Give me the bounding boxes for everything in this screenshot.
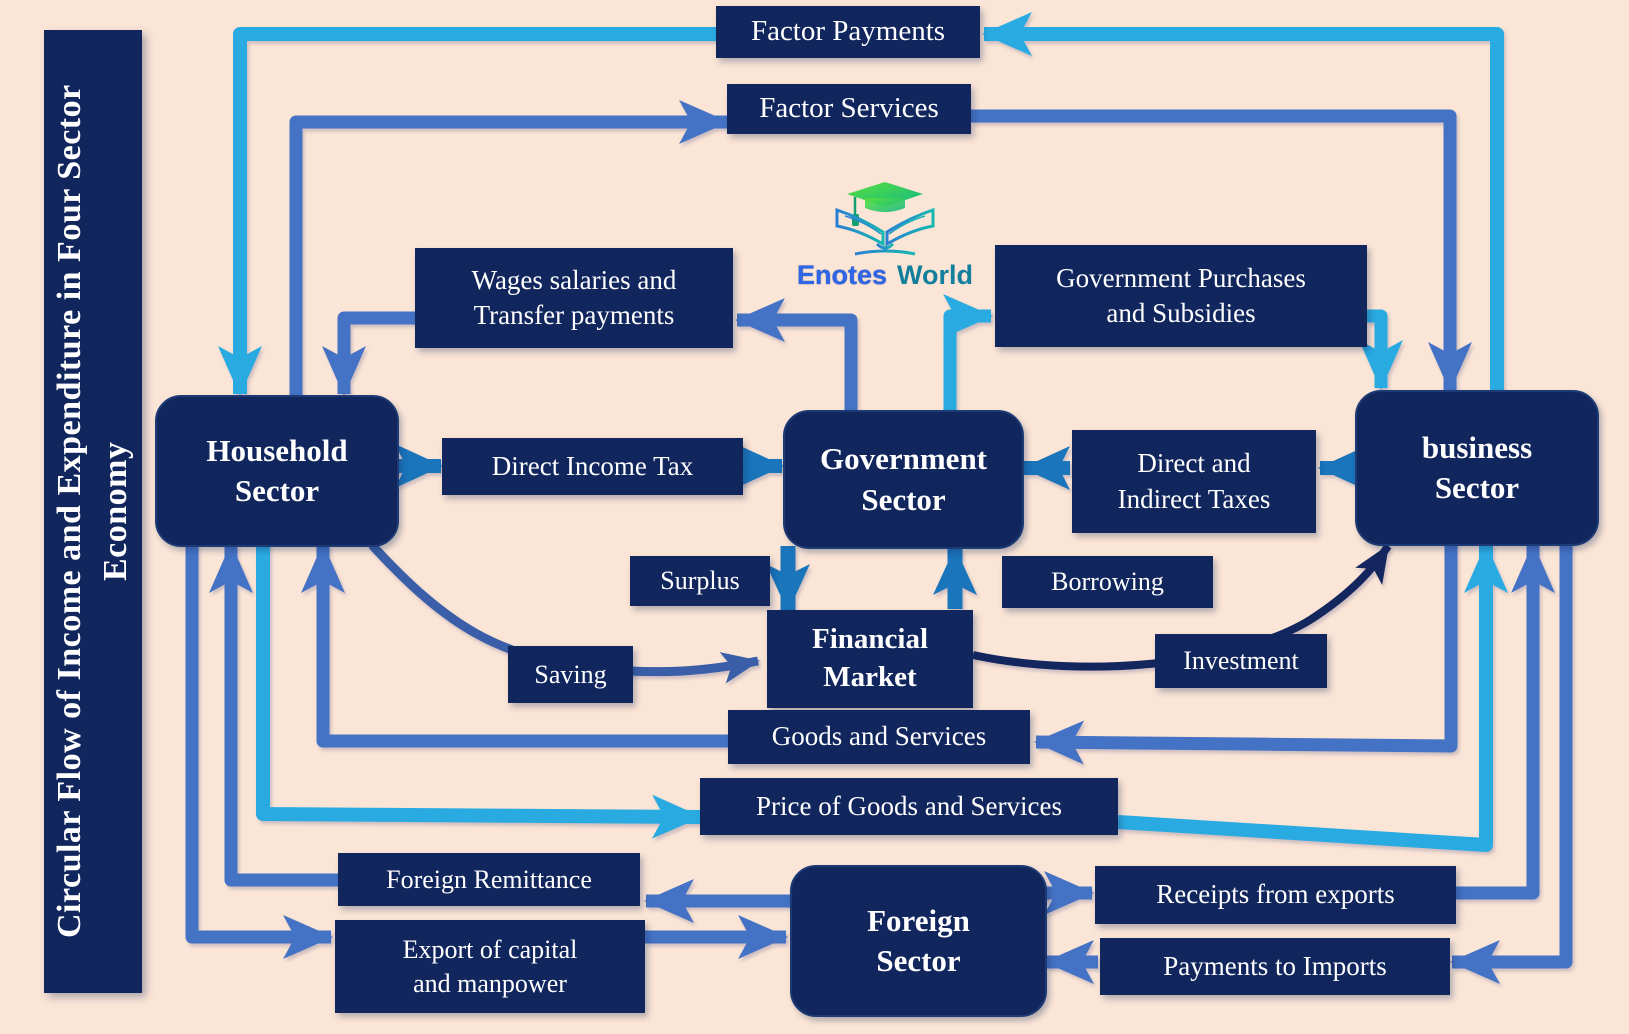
node-price-goods-services: Price of Goods and Services — [700, 778, 1118, 835]
logo-enotes: Enotes — [796, 260, 888, 290]
arrow-business-to-payments — [1450, 542, 1573, 984]
node-factor-services: Factor Services — [727, 84, 971, 134]
node-borrowing: Borrowing — [1002, 556, 1213, 608]
node-wages-transfer: Wages salaries and Transfer payments — [415, 248, 733, 348]
node-saving: Saving — [508, 646, 633, 703]
logo-wordmark: Enotes World — [797, 260, 973, 291]
arrow-business-to-goods-services — [1034, 542, 1458, 765]
arrow-wages-to-household — [322, 311, 415, 396]
diagram-title: Circular Flow of Income and Expenditure … — [51, 84, 134, 939]
arrow-receipts-to-business — [1456, 543, 1555, 900]
node-export-capital-manpower: Export of capital and manpower — [335, 920, 645, 1013]
arrow-price-goods-to-business — [1117, 543, 1508, 852]
enotes-world-logo: Enotes World — [797, 180, 973, 291]
arrow-household-to-price-goods — [256, 543, 702, 839]
arrow-foreign-remittance-to-household — [209, 543, 340, 887]
node-payments-to-imports: Payments to Imports — [1100, 938, 1450, 995]
node-government-purchases: Government Purchases and Subsidies — [995, 245, 1367, 347]
node-direct-income-tax: Direct Income Tax — [442, 438, 743, 495]
node-factor-payments: Factor Payments — [716, 6, 980, 58]
arrow-household-to-factor-services — [289, 100, 729, 396]
logo-world: World — [897, 260, 974, 290]
arrow-factor-services-to-business — [971, 109, 1472, 392]
arrow-business-to-factor-payments — [982, 11, 1504, 392]
arrow-gov-purchases-to-business — [1359, 309, 1403, 390]
arrow-household-to-export — [185, 543, 333, 959]
node-investment: Investment — [1155, 634, 1327, 688]
node-foreign-remittance: Foreign Remittance — [338, 853, 640, 906]
node-goods-services: Goods and Services — [728, 710, 1030, 764]
node-government-sector: Government Sector — [783, 410, 1024, 549]
node-financial-market: Financial Market — [767, 610, 973, 708]
node-household-sector: Household Sector — [155, 395, 399, 547]
arrow-government-to-gov-purchases — [943, 294, 993, 410]
arrow-factor-payments-to-household — [218, 27, 716, 396]
graduation-book-icon — [835, 182, 935, 256]
diagram-title-bar: Circular Flow of Income and Expenditure … — [44, 30, 142, 993]
arrow-goods-services-to-household — [301, 543, 728, 748]
node-business-sector: business Sector — [1355, 390, 1599, 546]
node-surplus: Surplus — [630, 556, 770, 606]
node-direct-indirect-taxes: Direct and Indirect Taxes — [1072, 430, 1316, 533]
node-receipts-from-exports: Receipts from exports — [1095, 866, 1456, 924]
arrow-government-to-wages — [735, 298, 858, 410]
node-foreign-sector: Foreign Sector — [790, 865, 1047, 1017]
